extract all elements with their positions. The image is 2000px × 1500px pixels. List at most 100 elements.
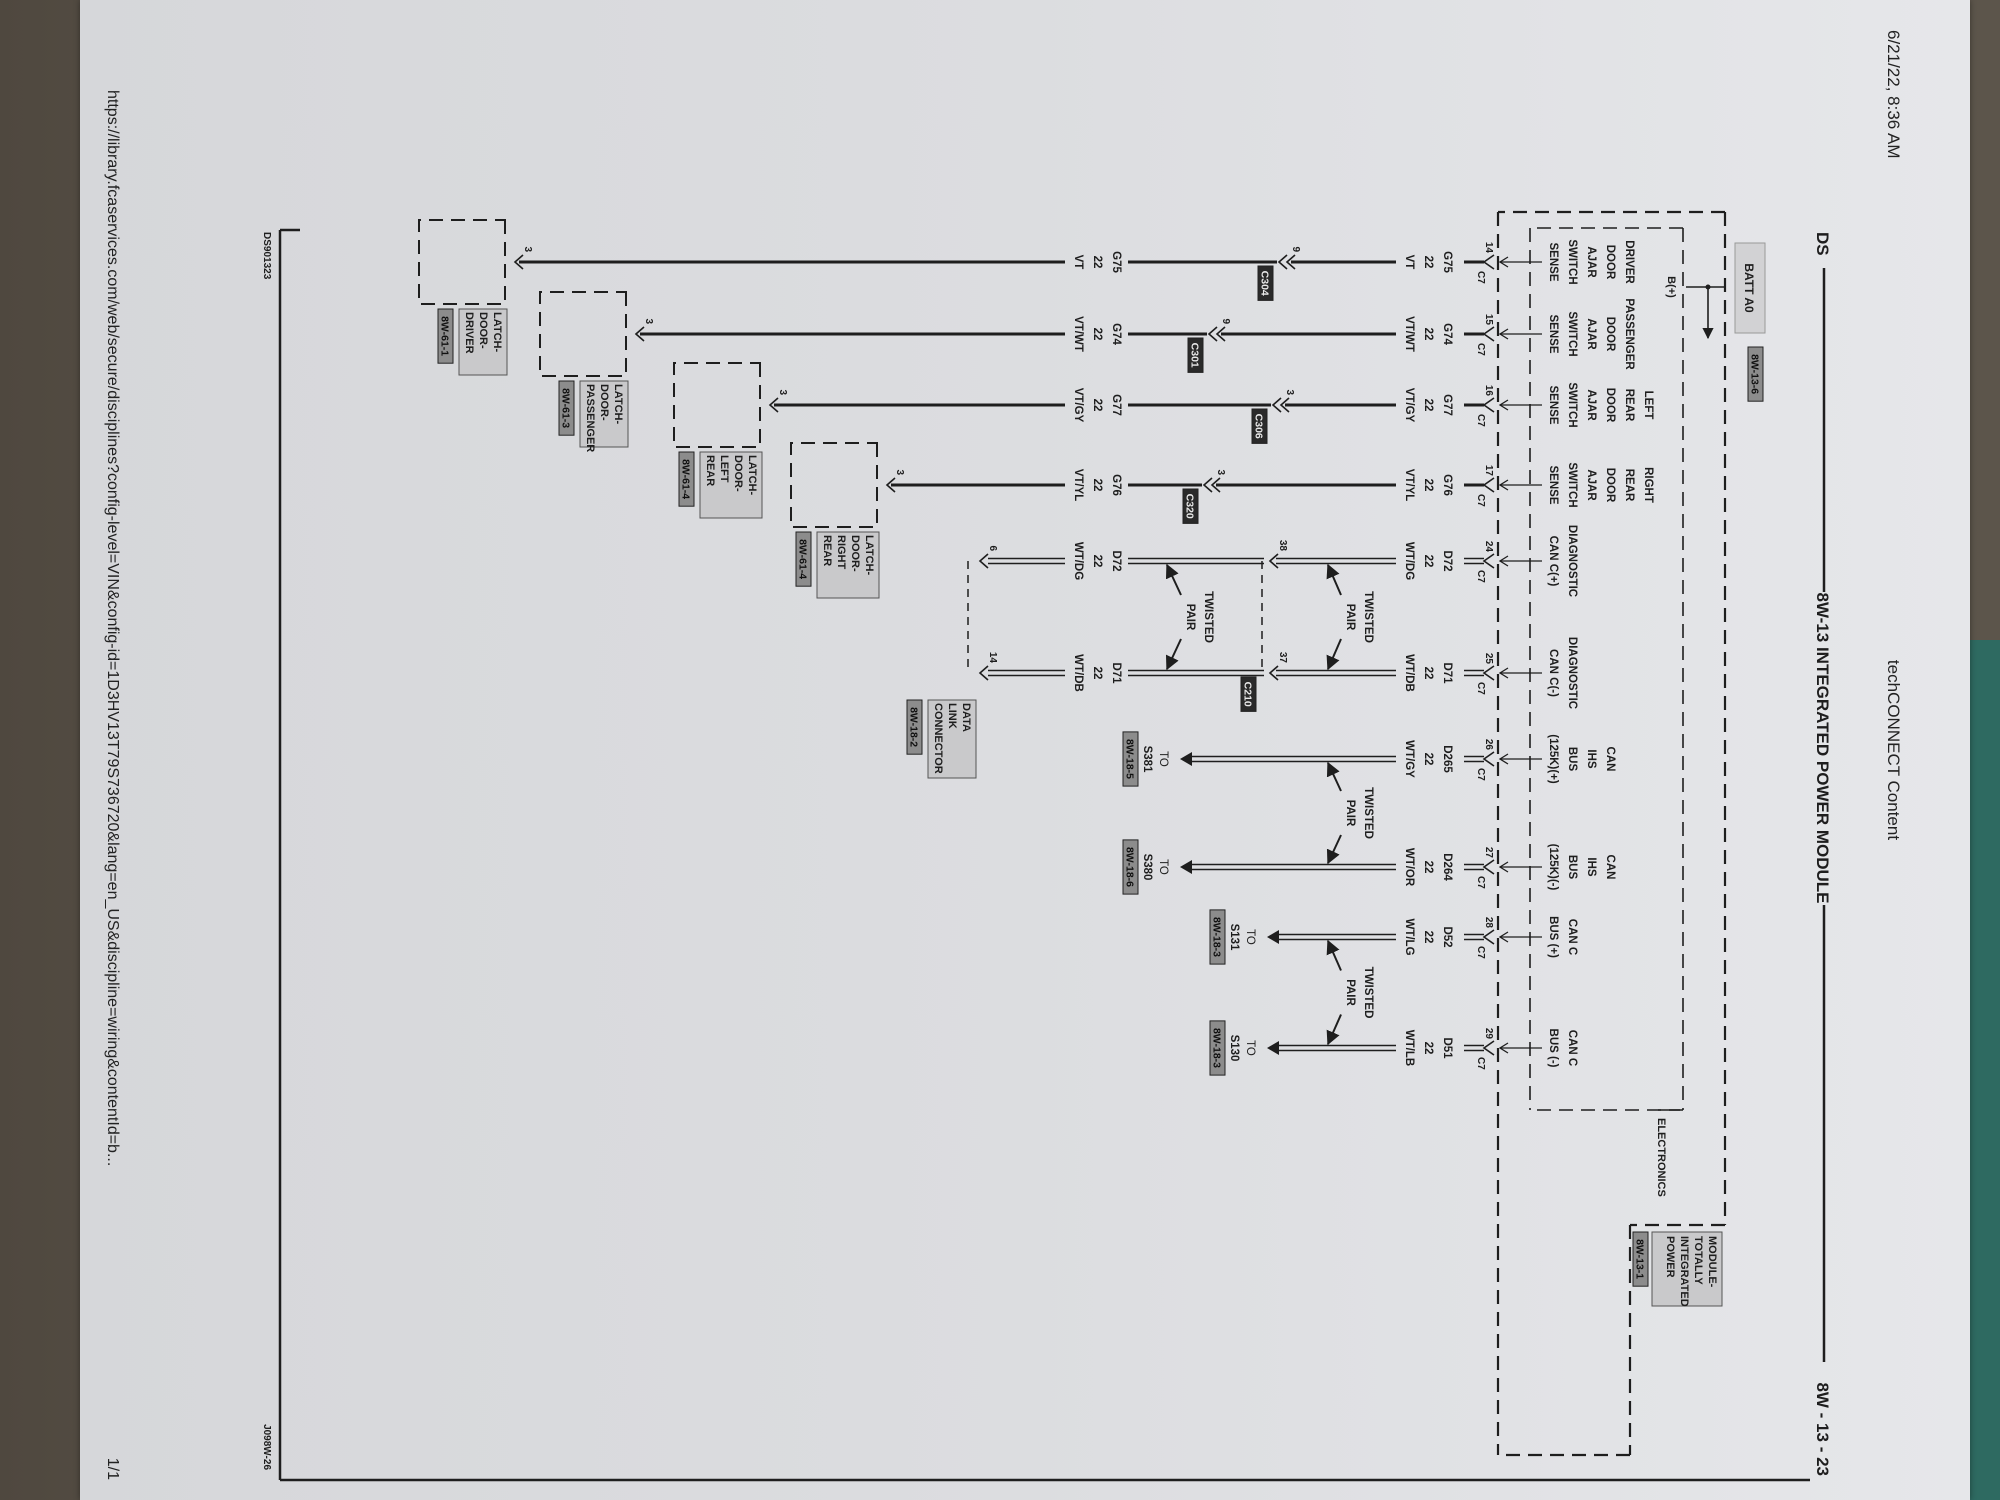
dlc-ref-tag-bg [906,699,923,755]
latch-component-outline [790,442,878,528]
inline-connector-icon [1215,326,1226,342]
twisted-pair-label: PAIR [1344,979,1356,1006]
wire-color: WT/DG [1403,542,1415,580]
batt-label: BATT A0 [1742,263,1756,313]
splice-ref-tag-bg [1122,731,1139,787]
wire-gauge: 22 [1422,328,1434,341]
wire-color: VT [1072,255,1084,270]
pin-function-label: IHS [1585,749,1597,769]
latch-connector-icon [885,477,896,493]
twisted-pair-label: TWISTED [1362,967,1374,1019]
latch-component-outline [673,362,761,448]
latch-pin: 3 [643,318,654,324]
pin-function-label: AJAR [1585,318,1597,350]
diagram-ds-label: DS [1813,232,1832,256]
inline-connector-icon [1279,397,1290,413]
inline-connector-tag-bg [1251,408,1268,444]
dlc-pin: 14 [987,652,998,664]
pin-function-label: IHS [1585,857,1597,877]
latch-label-line: LATCH- [612,384,624,424]
connector-c7-pin-icon [1482,326,1495,342]
dlc-label-line: DATA [960,703,972,732]
latch-component-outline [418,219,506,305]
wire-code: G75 [1110,251,1122,273]
pin-number: 25 [1483,653,1494,665]
inline-connector-tag-bg [1187,337,1204,373]
splice-to-label: TO [1244,929,1256,945]
inline-connector-icon [1202,477,1213,493]
wire-code: G76 [1110,474,1122,496]
module-name-line: TOTALLY [1692,1236,1704,1285]
pin-function-label: RIGHT [1642,467,1654,503]
latch-label-line: PASSENGER [584,384,596,452]
pin-function-label: DIAGNOSTIC [1566,525,1578,597]
wire-code: G77 [1441,394,1453,416]
latch-label-box [816,531,880,599]
pin-entry-arrow-icon [1498,328,1509,340]
inline-connector-pin: 3 [1284,389,1295,395]
connector-c7-pin-icon [1482,859,1495,875]
pin-function-label: SWITCH [1566,462,1578,507]
pin-function-label: SWITCH [1566,311,1578,356]
pin-function-label: SWITCH [1566,239,1578,284]
twisted-pair-arrow [1165,563,1182,596]
wire-gauge: 22 [1422,1042,1434,1055]
dlc-label-box [927,699,977,779]
pin-function-label: AJAR [1585,389,1597,421]
pin-function-label: CAN C(-) [1547,649,1559,697]
wire-color: VT/WT [1072,316,1084,352]
inline-connector-icon [1285,254,1296,270]
splice-arrow-icon [1267,930,1279,944]
pin-function-label: SWITCH [1566,382,1578,427]
wire-color: WT/GY [1403,740,1415,778]
wire-color: VT [1403,255,1415,270]
pin-function-label: SENSE [1547,466,1559,505]
latch-ref-tag-bg [795,531,812,587]
wire-gauge: 22 [1091,256,1103,269]
wire-gauge: 22 [1091,479,1103,492]
splice-to-label: TO [1157,859,1169,875]
pin-function-label: AJAR [1585,246,1597,278]
wire-code: D71 [1110,662,1122,684]
module-name-line: INTEGRATED [1678,1236,1690,1307]
pin-number: 24 [1483,541,1494,553]
wire-gauge: 22 [1422,861,1434,874]
latch-label-box [458,308,508,376]
pin-function-label: REAR [1623,469,1635,502]
wire-color: VT/GY [1403,388,1415,423]
splice-name: S130 [1228,1035,1240,1062]
splice-ref-tag-bg [1122,839,1139,895]
latch-ref-tag: 8W-61-1 [439,316,451,356]
pin-function-label: LEFT [1642,391,1654,420]
batt-ref-tag: 8W-13-6 [1749,354,1761,394]
dlc-label-line: CONNECTOR [932,703,944,774]
connector-name: C7 [1475,570,1486,583]
splice-to-label: TO [1157,751,1169,767]
wire-color: WT/OR [1403,848,1415,887]
latch-component-outline [539,291,627,377]
connector-name: C7 [1475,682,1486,695]
wire-code: D264 [1441,853,1453,881]
connector-name: C7 [1475,494,1486,507]
connector-c7-pin-icon [1482,1040,1495,1056]
latch-label-line: DOOR- [732,455,744,492]
pin-entry-arrow-icon [1498,753,1509,765]
pin-number: 28 [1483,917,1494,929]
splice-ref-tag: 8W-18-3 [1211,1028,1223,1068]
connector-name: C7 [1475,768,1486,781]
pin-function-label: DOOR [1604,317,1616,352]
latch-label-line: REAR [704,455,716,486]
pin-function-label: CAN C(+) [1547,536,1559,587]
pin-function-label: DOOR [1604,468,1616,503]
latch-ref-tag-bg [558,380,575,436]
inline-connector-tag: C320 [1184,494,1196,519]
module-name-box [1651,1231,1723,1307]
latch-label-line: DOOR- [477,312,489,349]
pin-function-label: BUS [1566,747,1578,772]
wire-code: D265 [1441,745,1453,773]
twisted-pair-arrow [1326,563,1342,596]
wire-code: D72 [1110,550,1122,571]
diagram-page-ref: 8W - 13 - 23 [1813,1382,1832,1476]
